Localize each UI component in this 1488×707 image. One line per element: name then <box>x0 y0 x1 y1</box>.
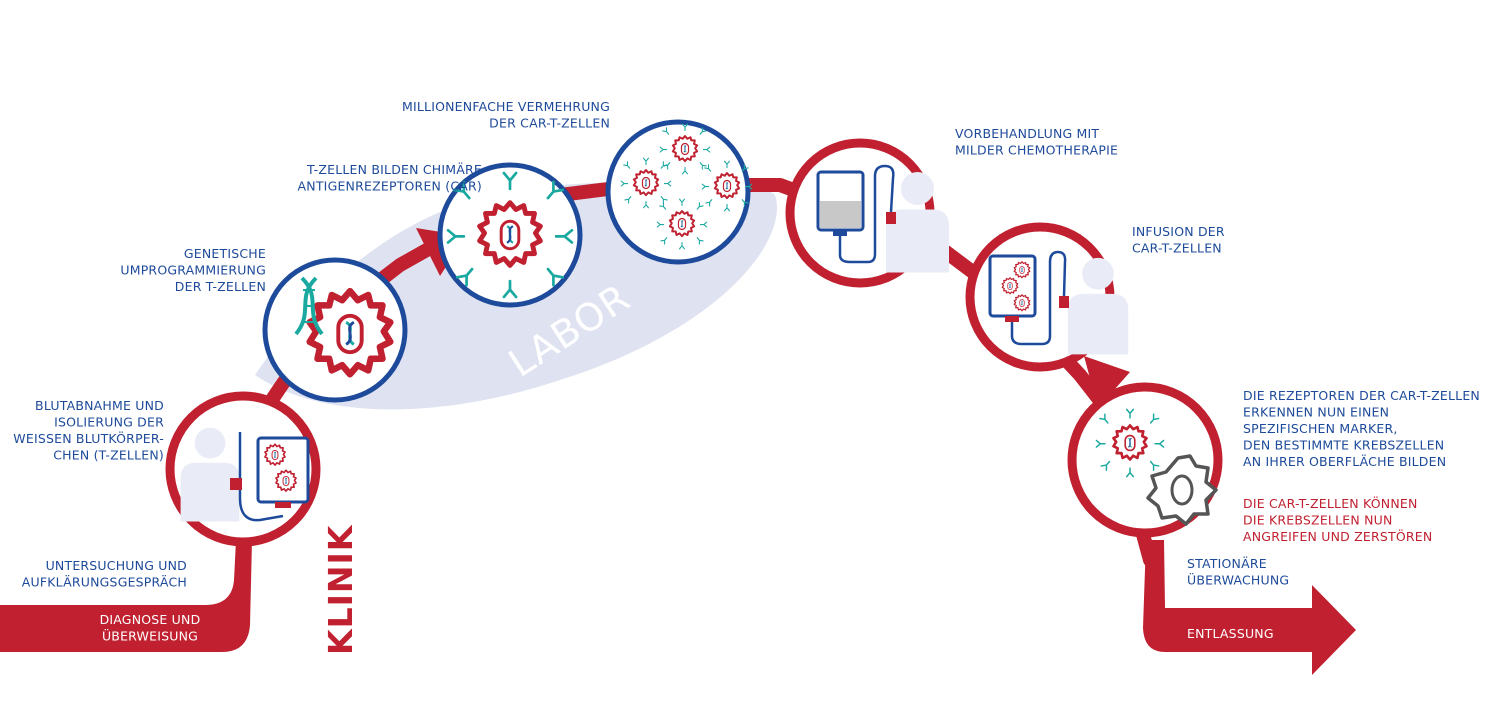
step-chemotherapy <box>785 138 949 288</box>
label-blutabnahme-line: BLUTABNAHME UND <box>35 398 164 413</box>
label-genetisch-line: DER T-ZELLEN <box>175 279 266 294</box>
step-genetic-reprogramming <box>262 257 408 403</box>
label-genetisch-line: UMPROGRAMMIERUNG <box>120 263 266 278</box>
label-rezeptoren: DIE REZEPTOREN DER CAR-T-ZELLEN ERKENNEN … <box>1243 388 1480 469</box>
step-blood-collection <box>165 391 321 547</box>
label-angreifen-line: DIE CAR-T-ZELLEN KÖNNEN <box>1243 495 1418 511</box>
car-t-cell-icon <box>1001 277 1019 295</box>
label-vorbehandlung: VORBEHANDLUNG MIT MILDER CHEMOTHERAPIE <box>955 126 1118 158</box>
label-infusion: INFUSION DER CAR-T-ZELLEN <box>1132 224 1225 256</box>
label-rezeptoren-line: SPEZIFISCHEN MARKER, <box>1243 421 1398 436</box>
label-vermehrung-line: DER CAR-T-ZELLEN <box>489 116 610 131</box>
label-untersuchung-line: UNTERSUCHUNG UND <box>46 558 187 573</box>
step-tumor-attack <box>1067 382 1223 538</box>
entlassung-band <box>1143 540 1356 675</box>
step-expansion <box>605 119 752 265</box>
label-diagnose-line: ÜBERWEISUNG <box>102 628 198 644</box>
label-ueberwachung-line: ÜBERWACHUNG <box>1187 572 1289 588</box>
label-angreifen: DIE CAR-T-ZELLEN KÖNNEN DIE KREBSZELLEN N… <box>1243 495 1432 544</box>
label-diagnose-line: DIAGNOSE UND <box>100 612 201 627</box>
label-genetisch-line: GENETISCHE <box>184 246 266 261</box>
label-angreifen-line: DIE KREBSZELLEN NUN <box>1243 513 1393 528</box>
label-blutabnahme-line: ISOLIERUNG DER <box>54 415 164 430</box>
label-vermehrung: MILLIONENFACHE VERMEHRUNG DER CAR-T-ZELLE… <box>402 99 610 131</box>
label-ueberwachung-line: STATIONÄRE <box>1187 556 1267 571</box>
label-blutabnahme-line: CHEN (T-ZELLEN) <box>53 448 164 463</box>
cancer-cell-icon <box>1146 454 1218 526</box>
label-rezeptoren-line: DIE REZEPTOREN DER CAR-T-ZELLEN <box>1243 388 1480 403</box>
diagnose-band <box>0 540 252 652</box>
label-car-line: ANTIGENREZEPTOREN (CAR) <box>298 179 482 194</box>
label-blutabnahme-line: WEISSEN BLUTKÖRPER- <box>13 430 164 446</box>
label-vermehrung-line: MILLIONENFACHE VERMEHRUNG <box>402 99 610 114</box>
label-untersuchung: UNTERSUCHUNG UND AUFKLÄRUNGSGESPRÄCH <box>22 558 187 590</box>
label-rezeptoren-line: DEN BESTIMMTE KREBSZELLEN <box>1243 438 1444 453</box>
label-vorbehandlung-line: MILDER CHEMOTHERAPIE <box>955 143 1118 158</box>
arrow-to-target <box>1084 356 1130 408</box>
cancer-cell-icon <box>275 469 297 492</box>
label-rezeptoren-line: AN IHRER OBERFLÄCHE BILDEN <box>1243 454 1446 469</box>
dna-icon <box>294 276 324 336</box>
iv-bag-icon <box>816 164 896 264</box>
car-t-cell-icon <box>1013 261 1031 279</box>
label-entlassung-line: ENTLASSUNG <box>1187 626 1274 641</box>
label-car: T-ZELLEN BILDEN CHIMÄRE ANTIGENREZEPTOREN… <box>298 162 482 194</box>
step-car-formation <box>437 162 583 308</box>
label-infusion-line: CAR-T-ZELLEN <box>1132 241 1222 256</box>
label-untersuchung-line: AUFKLÄRUNGSGESPRÄCH <box>22 575 187 590</box>
label-car-line: T-ZELLEN BILDEN CHIMÄRE <box>306 162 482 177</box>
car-t-cell-icon <box>1013 294 1031 312</box>
label-angreifen-line: ANGREIFEN UND ZERSTÖREN <box>1243 528 1432 544</box>
label-vorbehandlung-line: VORBEHANDLUNG MIT <box>955 126 1099 141</box>
label-infusion-line: INFUSION DER <box>1132 224 1225 239</box>
klinik-zone-label: KLINIK <box>321 524 360 655</box>
label-entlassung: ENTLASSUNG <box>1187 626 1274 641</box>
step-infusion <box>965 222 1129 372</box>
label-rezeptoren-line: ERKENNEN NUN EINEN <box>1243 405 1389 420</box>
cancer-cell-icon <box>264 443 286 466</box>
